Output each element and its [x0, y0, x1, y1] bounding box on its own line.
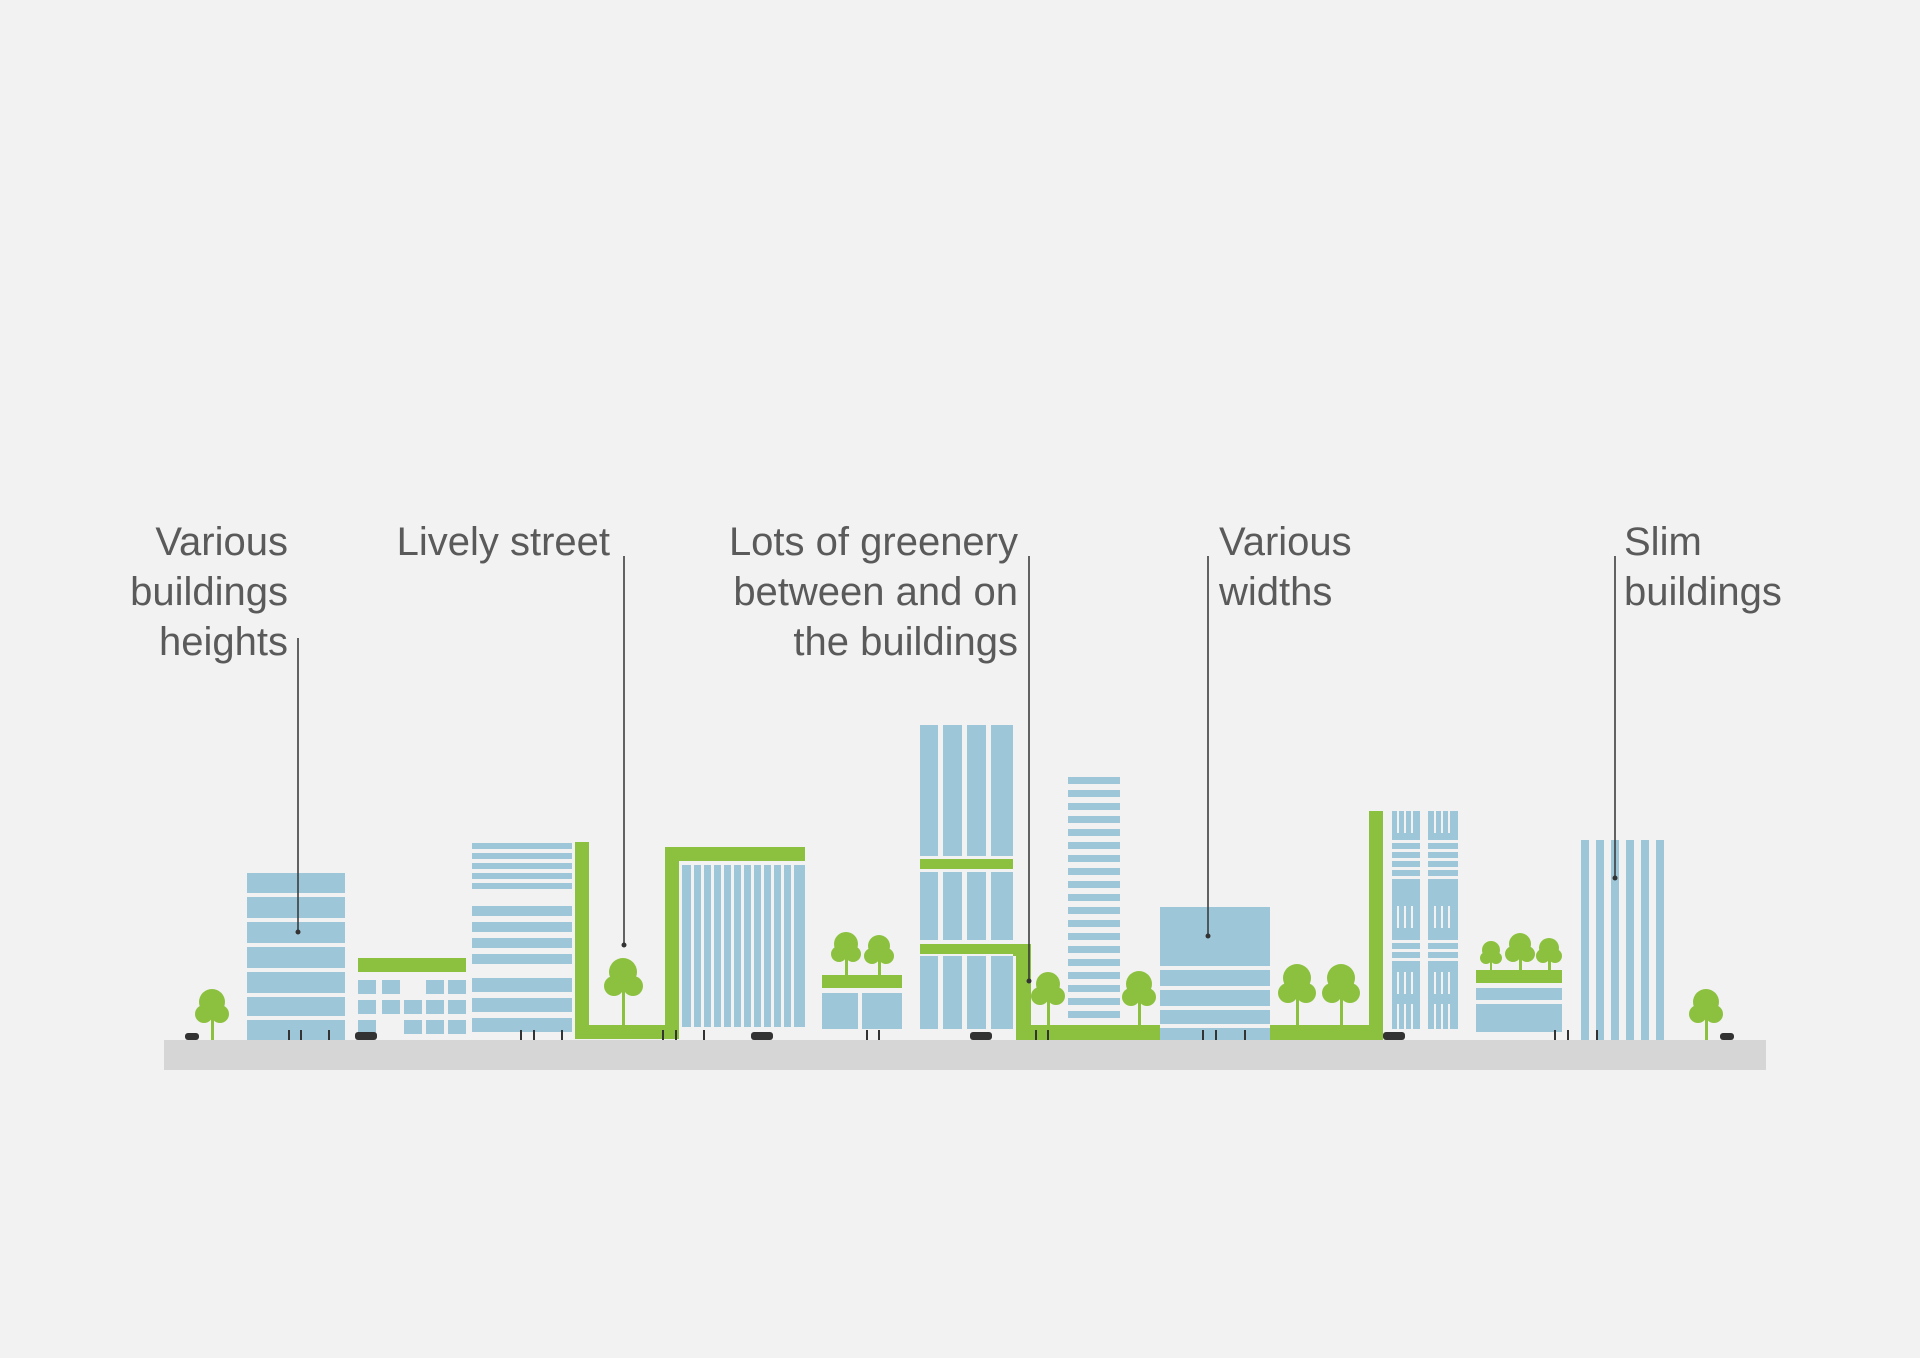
ground-strip: [164, 1040, 1766, 1070]
callout-leaders: [295, 556, 1618, 984]
person-icon: [288, 1030, 330, 1040]
person-icon: [520, 1030, 563, 1040]
car-icon: [751, 1032, 773, 1040]
callout-slim-buildings: Slim buildings: [1624, 520, 1782, 614]
tree-icon: [864, 935, 894, 975]
trees: [195, 932, 1723, 1040]
tree-icon: [1536, 938, 1562, 970]
tree-icon: [1322, 964, 1360, 1025]
tree-icon: [1480, 941, 1502, 970]
tree-icon: [1505, 933, 1535, 970]
car-icon: [355, 1032, 377, 1040]
tree-icon: [1031, 972, 1065, 1025]
callout-various-widths: Various widths: [1219, 520, 1352, 614]
building-vertical-stripes: [682, 865, 805, 1027]
building-wide: [1160, 907, 1270, 1040]
car-icon: [1720, 1033, 1734, 1040]
callout-lively-street: Lively street: [396, 520, 610, 564]
car-icon: [970, 1032, 992, 1040]
person-icon: [662, 1030, 705, 1040]
tree-icon: [604, 958, 643, 1025]
building-tall-tower: [920, 725, 1013, 1029]
person-icon: [1035, 1030, 1049, 1040]
tree-icon: [1278, 964, 1316, 1025]
green-connector-2: [1013, 944, 1162, 1040]
tree-icon: [831, 932, 861, 975]
building-stripes: [472, 843, 572, 1032]
building-small-green-top: [1476, 970, 1562, 1032]
car-icon: [185, 1033, 199, 1040]
callout-various-heights: Various buildings heights: [130, 520, 288, 664]
building-heights: [247, 873, 345, 1040]
person-icon: [866, 1030, 880, 1040]
tree-icon: [195, 989, 229, 1040]
green-connector-3: [1270, 811, 1383, 1040]
building-slim-striped: [1068, 777, 1120, 1018]
building-low-green-roof: [358, 958, 466, 1034]
tree-icon: [1689, 989, 1723, 1040]
building-grid-tower: [1392, 811, 1458, 1029]
person-icon: [1202, 1030, 1246, 1040]
tree-icon: [1122, 971, 1156, 1025]
building-slim-vertical: [1581, 840, 1664, 1040]
car-icon: [1383, 1032, 1405, 1040]
callout-greenery: Lots of greenery between and on the buil…: [728, 520, 1018, 664]
building-small-roof-trees: [822, 975, 902, 1029]
person-icon: [1554, 1030, 1598, 1040]
people-and-cars: [185, 1030, 1734, 1040]
